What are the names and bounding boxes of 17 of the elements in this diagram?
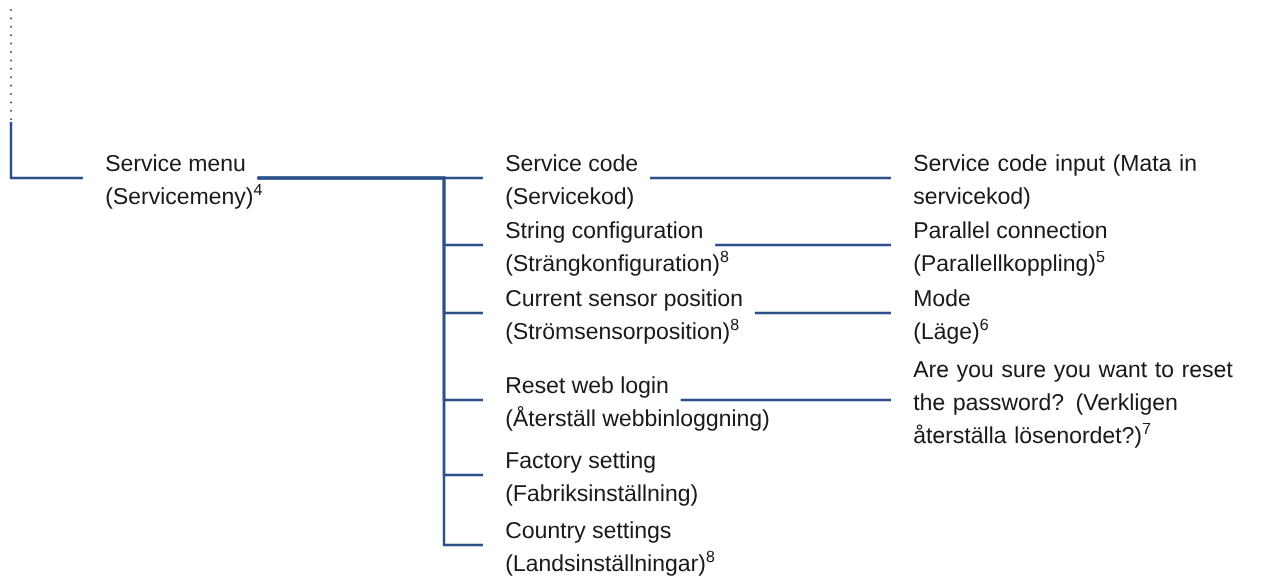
menu-item: Current sensor position (Strömsensorposition)$^{8}$ <box>506 289 742 344</box>
connector-line <box>715 243 891 247</box>
connector-line <box>9 122 83 180</box>
menu-item: Service menu (Servicemeny)$^{4}$ <box>106 154 262 209</box>
menu-item: String configuration (Strängkonfiguration)$^{8}$ <box>506 221 729 276</box>
menu-item: Reset web login (Återställ webbinloggning) <box>506 376 769 431</box>
menu-item: Mode (Läge)$^{6}$ <box>914 289 988 344</box>
menu-item: Country settings (Landsinställningar)$^{8}$ <box>506 521 715 576</box>
menu-item: Factory setting (Fabriksinställning) <box>506 451 697 506</box>
menu-item: Service code input (Mata in servicekod) <box>913 154 1196 209</box>
connector-line <box>257 176 483 547</box>
connector-line <box>649 176 891 180</box>
menu-item: Service code (Servicekod) <box>506 154 638 209</box>
menu-item: Are you sure you want to reset the password? (Verkligen återställa lösenordet?)$^{7}$ <box>913 361 1233 448</box>
menu-item: Parallel connection (Parallellkoppling)$^{5}$ <box>914 221 1106 276</box>
connector-line <box>680 398 891 402</box>
connector-line <box>754 311 891 315</box>
